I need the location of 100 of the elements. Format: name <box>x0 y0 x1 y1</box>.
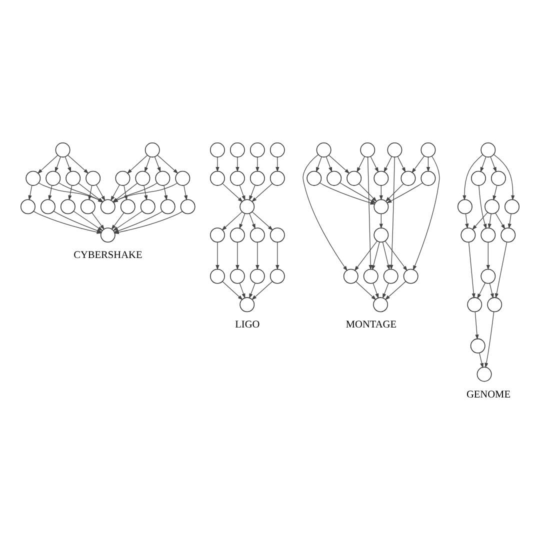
node-circle <box>250 227 265 242</box>
label: LIGO <box>235 319 260 330</box>
node-circle <box>504 198 520 214</box>
node-circle <box>230 142 245 157</box>
arrow <box>239 184 246 200</box>
node-circle <box>500 227 516 242</box>
arrow <box>356 280 376 300</box>
node-circle <box>420 170 436 186</box>
arrow <box>382 282 389 298</box>
node-circle <box>40 198 56 214</box>
arrow <box>92 212 105 230</box>
arrow <box>256 156 260 172</box>
node-circle <box>60 198 76 214</box>
node-circle <box>316 142 332 157</box>
arrow <box>48 184 52 200</box>
node-circle <box>120 198 136 214</box>
arrow <box>28 184 32 200</box>
arrow <box>144 156 150 172</box>
arrow <box>370 156 379 172</box>
arrow <box>249 212 256 229</box>
arrow <box>397 156 406 172</box>
arrow <box>478 184 487 229</box>
node-circle <box>210 227 225 242</box>
arrow <box>216 241 220 270</box>
node-circle <box>155 170 170 186</box>
node-circle <box>484 198 500 214</box>
node-circle <box>240 296 255 312</box>
arrow <box>479 352 484 368</box>
arrow <box>126 154 148 174</box>
arrow <box>386 182 423 203</box>
arrow <box>222 211 242 230</box>
node-circle <box>306 170 322 186</box>
arrow <box>412 155 440 270</box>
arrow <box>256 241 260 270</box>
node-circle <box>373 296 388 312</box>
node-circle <box>363 268 378 284</box>
arrow <box>382 241 390 270</box>
arrow <box>490 156 496 172</box>
arrow <box>367 156 372 270</box>
arrow <box>276 241 280 270</box>
node-circle <box>144 142 160 157</box>
arrow <box>384 240 408 271</box>
arrow <box>495 212 506 230</box>
arrow <box>157 154 178 174</box>
arrow <box>390 156 395 270</box>
arrow <box>488 213 492 228</box>
arrow <box>144 184 148 200</box>
arrow <box>68 184 72 200</box>
node-circle <box>175 170 190 186</box>
node-circle <box>230 227 245 242</box>
arrow <box>462 154 484 200</box>
node-circle <box>491 170 506 186</box>
node-circle <box>250 170 265 186</box>
node-circle <box>346 170 362 186</box>
node-circle <box>471 170 486 186</box>
node-circle <box>100 227 116 242</box>
node-circle <box>400 170 416 186</box>
node-circle <box>180 198 196 214</box>
node-circle <box>210 268 225 284</box>
node-circle <box>270 227 285 242</box>
node-circle <box>230 268 245 284</box>
arrow <box>236 241 240 270</box>
node-circle <box>470 338 486 353</box>
node-circle <box>250 268 265 284</box>
arrow <box>164 184 168 200</box>
node-circle <box>210 170 225 186</box>
node-circle <box>86 170 101 186</box>
node-circle <box>360 142 376 157</box>
arrow <box>356 156 365 172</box>
arrow <box>216 156 220 172</box>
arrow <box>276 156 280 172</box>
node-circle <box>487 296 502 312</box>
node-circle <box>343 268 358 284</box>
arrow <box>426 156 430 172</box>
arrow <box>379 184 383 200</box>
node-circle <box>230 170 245 186</box>
node-circle <box>374 198 389 214</box>
node-circle <box>467 296 482 312</box>
node-circle <box>270 170 285 186</box>
arrow <box>477 282 486 298</box>
arrow <box>302 154 348 271</box>
arrow <box>468 241 476 298</box>
node-circle <box>480 268 496 284</box>
node-circle <box>460 227 476 242</box>
arrow <box>385 182 404 202</box>
node-circle <box>115 170 130 186</box>
arrow <box>354 240 378 271</box>
arrow <box>494 241 508 298</box>
arrow <box>474 311 479 340</box>
label: MONTAGE <box>346 319 397 330</box>
node-circle <box>383 268 398 284</box>
node-circle <box>240 198 255 214</box>
arrow <box>493 154 515 200</box>
arrow <box>326 156 332 172</box>
node-circle <box>140 198 156 214</box>
node-circle <box>46 170 61 186</box>
arrow <box>384 280 406 300</box>
node-circle <box>480 227 496 242</box>
arrow <box>249 282 256 298</box>
arrow <box>67 154 89 174</box>
